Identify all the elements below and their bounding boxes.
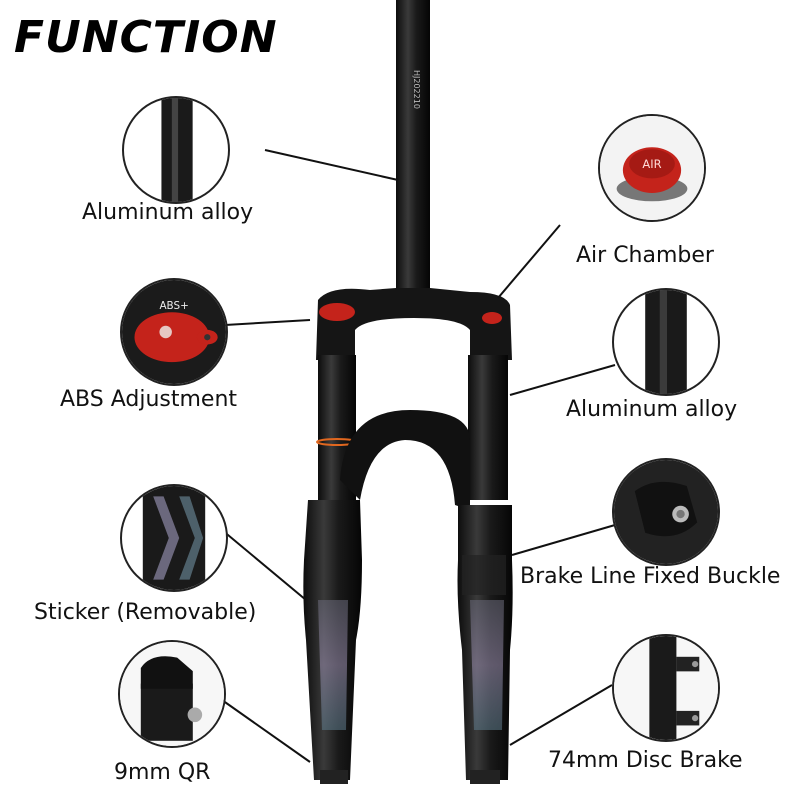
label-aluminum-stem: Aluminum alloy — [82, 200, 254, 225]
fork-crown — [316, 288, 512, 360]
label-disc-brake: 74mm Disc Brake — [548, 748, 743, 773]
abs-knob-on-fork — [319, 303, 355, 321]
qr-dropout-thumbnail — [118, 640, 226, 748]
aluminum-stem-thumbnail — [122, 96, 230, 204]
label-abs-adjustment: ABS Adjustment — [60, 387, 238, 412]
right-leg-sticker — [470, 600, 504, 730]
steerer-tube — [396, 0, 430, 290]
label-qr: 9mm QR — [114, 760, 211, 785]
abs-adjustment-thumbnail: ABS+ — [120, 278, 228, 386]
stem-marking: HJ202210 — [412, 70, 421, 109]
label-aluminum-upper-tube: Aluminum alloy — [566, 397, 738, 422]
disc-brake-mount-thumbnail — [612, 634, 720, 742]
label-sticker: Sticker (Removable) — [34, 600, 257, 625]
abs-knob-label: ABS+ — [159, 300, 188, 312]
brake-buckle-thumbnail — [612, 458, 720, 566]
label-air-chamber: Air Chamber — [576, 243, 714, 268]
page-title: FUNCTION — [14, 12, 278, 63]
upper-tube-thumbnail — [612, 288, 720, 396]
right-upper-tube — [468, 355, 508, 500]
air-cap-label: AIR — [642, 157, 661, 171]
sticker-thumbnail — [120, 484, 228, 592]
air-cap-on-fork — [482, 312, 502, 324]
left-leg-sticker — [318, 600, 348, 730]
fork-arch — [340, 410, 470, 510]
air-chamber-thumbnail: AIR — [598, 114, 706, 222]
label-brake-line-buckle: Brake Line Fixed Buckle — [520, 564, 781, 589]
